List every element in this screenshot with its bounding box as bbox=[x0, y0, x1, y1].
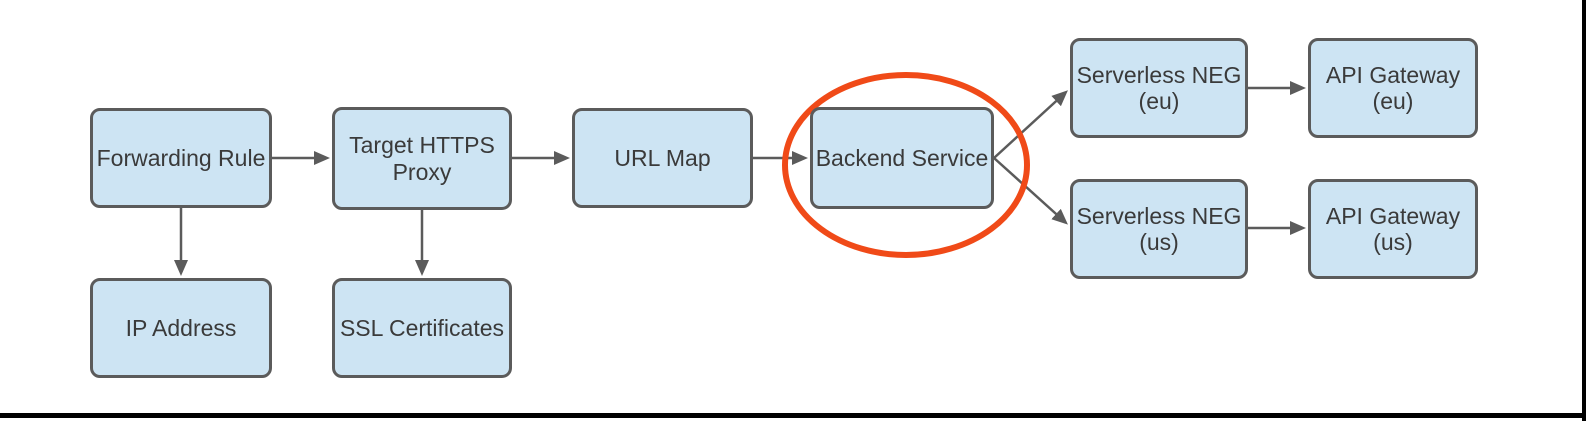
node-api-gateway-us-label: API Gateway (us) bbox=[1325, 202, 1461, 255]
node-forwarding-rule: Forwarding Rule bbox=[90, 108, 272, 208]
node-serverless-neg-us-label: Serverless NEG (us) bbox=[1076, 202, 1242, 255]
node-forwarding-rule-label: Forwarding Rule bbox=[96, 144, 266, 171]
node-ssl-certificates: SSL Certificates bbox=[332, 278, 512, 378]
edge-backend-service-to-serverless-neg-eu bbox=[993, 90, 1068, 159]
edge-backend-service-to-serverless-neg-us bbox=[993, 157, 1068, 225]
node-api-gateway-eu: API Gateway (eu) bbox=[1308, 38, 1478, 138]
node-ip-address: IP Address bbox=[90, 278, 272, 378]
frame-line-right bbox=[1582, 0, 1586, 421]
node-serverless-neg-us: Serverless NEG (us) bbox=[1070, 179, 1248, 279]
node-serverless-neg-eu: Serverless NEG (eu) bbox=[1070, 38, 1248, 138]
node-target-https-proxy: Target HTTPS Proxy bbox=[332, 107, 512, 210]
node-ip-address-label: IP Address bbox=[125, 314, 237, 341]
node-backend-service-label: Backend Service bbox=[815, 144, 989, 171]
node-target-https-proxy-label: Target HTTPS Proxy bbox=[349, 132, 495, 185]
node-url-map-label: URL Map bbox=[614, 144, 711, 171]
backend-service-highlight-ellipse bbox=[782, 72, 1030, 258]
node-serverless-neg-eu-label: Serverless NEG (eu) bbox=[1076, 61, 1242, 114]
node-ssl-certificates-label: SSL Certificates bbox=[339, 314, 505, 341]
node-api-gateway-us: API Gateway (us) bbox=[1308, 179, 1478, 279]
node-api-gateway-eu-label: API Gateway (eu) bbox=[1325, 61, 1461, 114]
frame-line-bottom bbox=[0, 413, 1586, 418]
node-url-map: URL Map bbox=[572, 108, 753, 208]
node-backend-service: Backend Service bbox=[810, 107, 994, 209]
